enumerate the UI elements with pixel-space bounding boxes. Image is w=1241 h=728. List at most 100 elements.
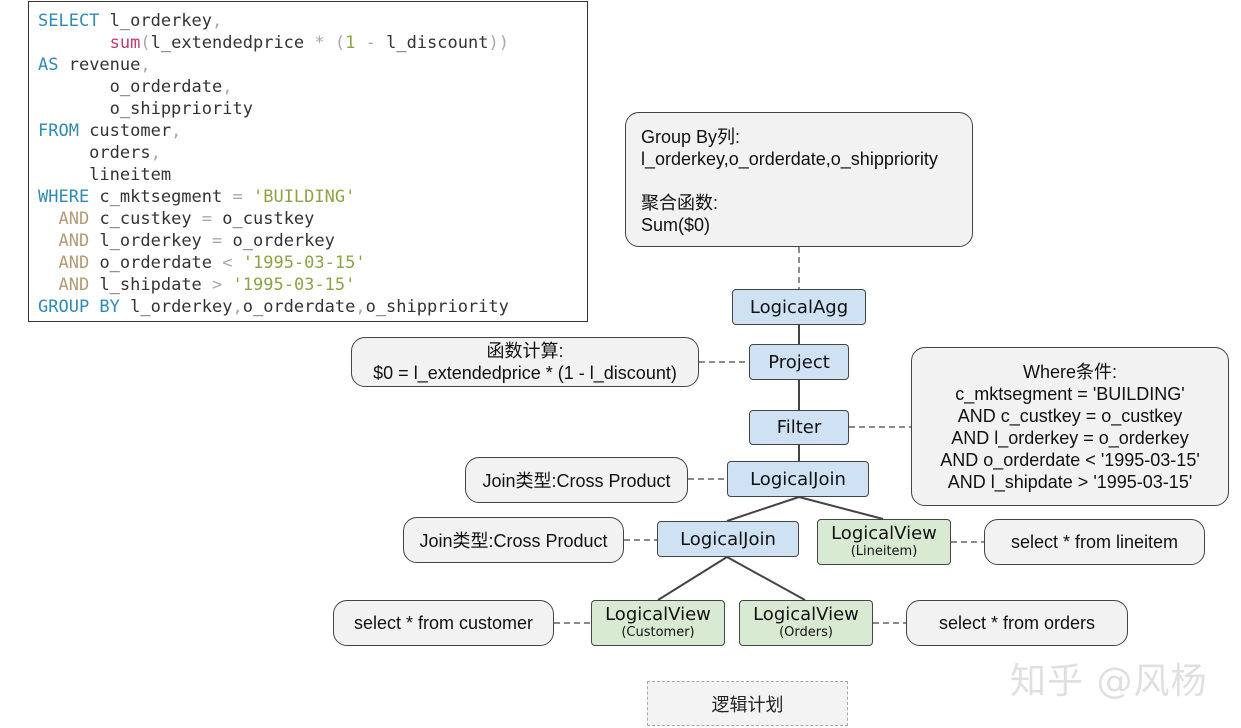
sql-token: 'BUILDING' (252, 187, 356, 207)
agg-note-groupby-label: Group By列: (641, 127, 741, 147)
sql-token: > (212, 275, 223, 295)
sql-token: l_shipdate (89, 275, 213, 295)
sql-line: AS revenue, (38, 54, 579, 76)
logical-view-lineitem-node[interactable]: LogicalView (Lineitem) (817, 519, 951, 565)
sql-token: = (212, 231, 223, 251)
logical-view-customer-title: LogicalView (605, 604, 711, 625)
sql-token: AS (38, 55, 59, 75)
sql-token: , (222, 77, 233, 97)
sql-token: o_shippriority (38, 99, 253, 119)
sql-line: AND l_orderkey = o_orderkey (38, 230, 579, 252)
logical-view-customer-subtitle: (Customer) (621, 625, 695, 640)
logical-view-customer-node[interactable]: LogicalView (Customer) (591, 600, 725, 646)
lineitem-note: select * from lineitem (984, 519, 1205, 565)
agg-note-aggregate-function: Sum($0) (641, 215, 711, 235)
filter-note-condition: AND o_orderdate < '1995-03-15' (940, 449, 1200, 470)
sql-code-panel: SELECT l_orderkey, sum(l_extendedprice *… (28, 1, 588, 322)
sql-line: AND o_orderdate < '1995-03-15' (38, 252, 579, 274)
sql-line: o_orderdate, (38, 76, 579, 98)
filter-note-condition: AND l_orderkey = o_orderkey (951, 427, 1189, 448)
logical-join-top-node[interactable]: LogicalJoin (727, 461, 869, 497)
sql-token: o_custkey (212, 209, 315, 229)
sql-token: '1995-03-15' (242, 253, 366, 273)
sql-token: AND (58, 231, 90, 251)
agg-note: Group By列: l_orderkey,o_orderdate,o_ship… (625, 112, 973, 247)
edge-join-join (726, 496, 800, 522)
sql-token: , (212, 11, 223, 31)
sql-line: o_shippriority (38, 98, 579, 120)
filter-node[interactable]: Filter (749, 410, 849, 445)
edge-join-customer (657, 556, 728, 601)
project-note-expression: $0 = l_extendedprice * (1 - l_discount) (373, 363, 677, 383)
logical-view-orders-node[interactable]: LogicalView (Orders) (739, 600, 873, 646)
project-label: Project (768, 351, 830, 373)
sql-token: AND (58, 275, 90, 295)
logical-join-bottom-node[interactable]: LogicalJoin (657, 521, 799, 557)
sql-line: SELECT l_orderkey, (38, 10, 579, 32)
sql-token: l_orderkey (119, 297, 233, 317)
sql-token: AND (58, 253, 90, 273)
logical-plan-caption: 逻辑计划 (647, 681, 848, 726)
sql-token: 1 (345, 33, 356, 53)
sql-token: l_orderkey (99, 11, 213, 31)
project-node[interactable]: Project (749, 344, 849, 380)
sql-line: sum(l_extendedprice * (1 - l_discount)) (38, 32, 579, 54)
sql-line: lineitem (38, 164, 579, 186)
sql-token: GROUP BY (38, 297, 120, 317)
sql-token: AND (58, 209, 90, 229)
logical-agg-label: LogicalAgg (749, 296, 849, 318)
sql-token: ( (334, 33, 346, 53)
sql-token: WHERE (38, 187, 90, 207)
sql-token: = (232, 187, 243, 207)
sql-line: orders, (38, 142, 579, 164)
filter-note-label: Where条件: (1022, 361, 1118, 382)
sql-token: l_orderkey (89, 231, 213, 251)
sql-token: o_orderdate (38, 77, 223, 97)
orders-note: select * from orders (906, 600, 1128, 646)
filter-note-condition: c_mktsegment = 'BUILDING' (955, 383, 1185, 404)
sql-line: FROM customer, (38, 120, 579, 142)
sql-token: ( (140, 33, 151, 53)
sql-token: < (222, 253, 233, 273)
sql-token: lineitem (38, 165, 172, 185)
sql-token: )) (488, 33, 509, 53)
sql-token: o_orderdate (242, 297, 356, 317)
sql-line: WHERE c_mktsegment = 'BUILDING' (38, 186, 579, 208)
logical-join-top-label: LogicalJoin (750, 468, 846, 490)
sql-token: l_discount (386, 33, 489, 53)
filter-label: Filter (776, 417, 822, 438)
sql-token: l_extendedprice (150, 33, 315, 53)
join-bottom-note-text: Join类型:Cross Product (419, 531, 608, 551)
sql-token: revenue (58, 55, 141, 75)
join-top-note-text: Join类型:Cross Product (482, 471, 671, 491)
sql-token: o_orderdate (89, 253, 223, 273)
sql-token: orders (38, 143, 151, 163)
orders-note-text: select * from orders (938, 612, 1096, 633)
sql-token: SELECT (38, 11, 100, 31)
watermark: 知乎 @风杨 (1010, 661, 1208, 702)
logical-view-lineitem-subtitle: (Lineitem) (850, 544, 918, 559)
sql-token: o_shippriority (365, 297, 509, 317)
project-note: 函数计算: $0 = l_extendedprice * (1 - l_disc… (351, 337, 699, 387)
sql-line: AND c_custkey = o_custkey (38, 208, 579, 230)
sql-token: , (355, 297, 366, 317)
sql-token: c_custkey (89, 209, 202, 229)
sql-token: , (232, 297, 243, 317)
sql-token: c_mktsegment (89, 187, 233, 207)
filter-note-condition: AND c_custkey = o_custkey (957, 405, 1183, 426)
sql-line: GROUP BY l_orderkey,o_orderdate,o_shippr… (38, 296, 579, 318)
filter-note: Where条件:c_mktsegment = 'BUILDING'AND c_c… (911, 347, 1229, 506)
join-bottom-note: Join类型:Cross Product (403, 517, 624, 563)
filter-note-condition: AND l_shipdate > '1995-03-15' (947, 471, 1193, 492)
logical-agg-node[interactable]: LogicalAgg (732, 289, 866, 325)
sql-token: o_orderkey (222, 231, 335, 251)
agg-note-aggregate-label: 聚合函数: (641, 193, 719, 213)
sql-line: AND l_shipdate > '1995-03-15' (38, 274, 579, 296)
customer-note-text: select * from customer (353, 612, 534, 633)
edge-join-lineitem (798, 496, 884, 520)
sql-token: customer (78, 121, 172, 141)
agg-note-groupby-columns: l_orderkey,o_orderdate,o_shippriority (641, 149, 938, 169)
edge-join-orders (726, 556, 806, 601)
join-top-note: Join类型:Cross Product (465, 457, 688, 503)
sql-token: - (355, 33, 387, 53)
